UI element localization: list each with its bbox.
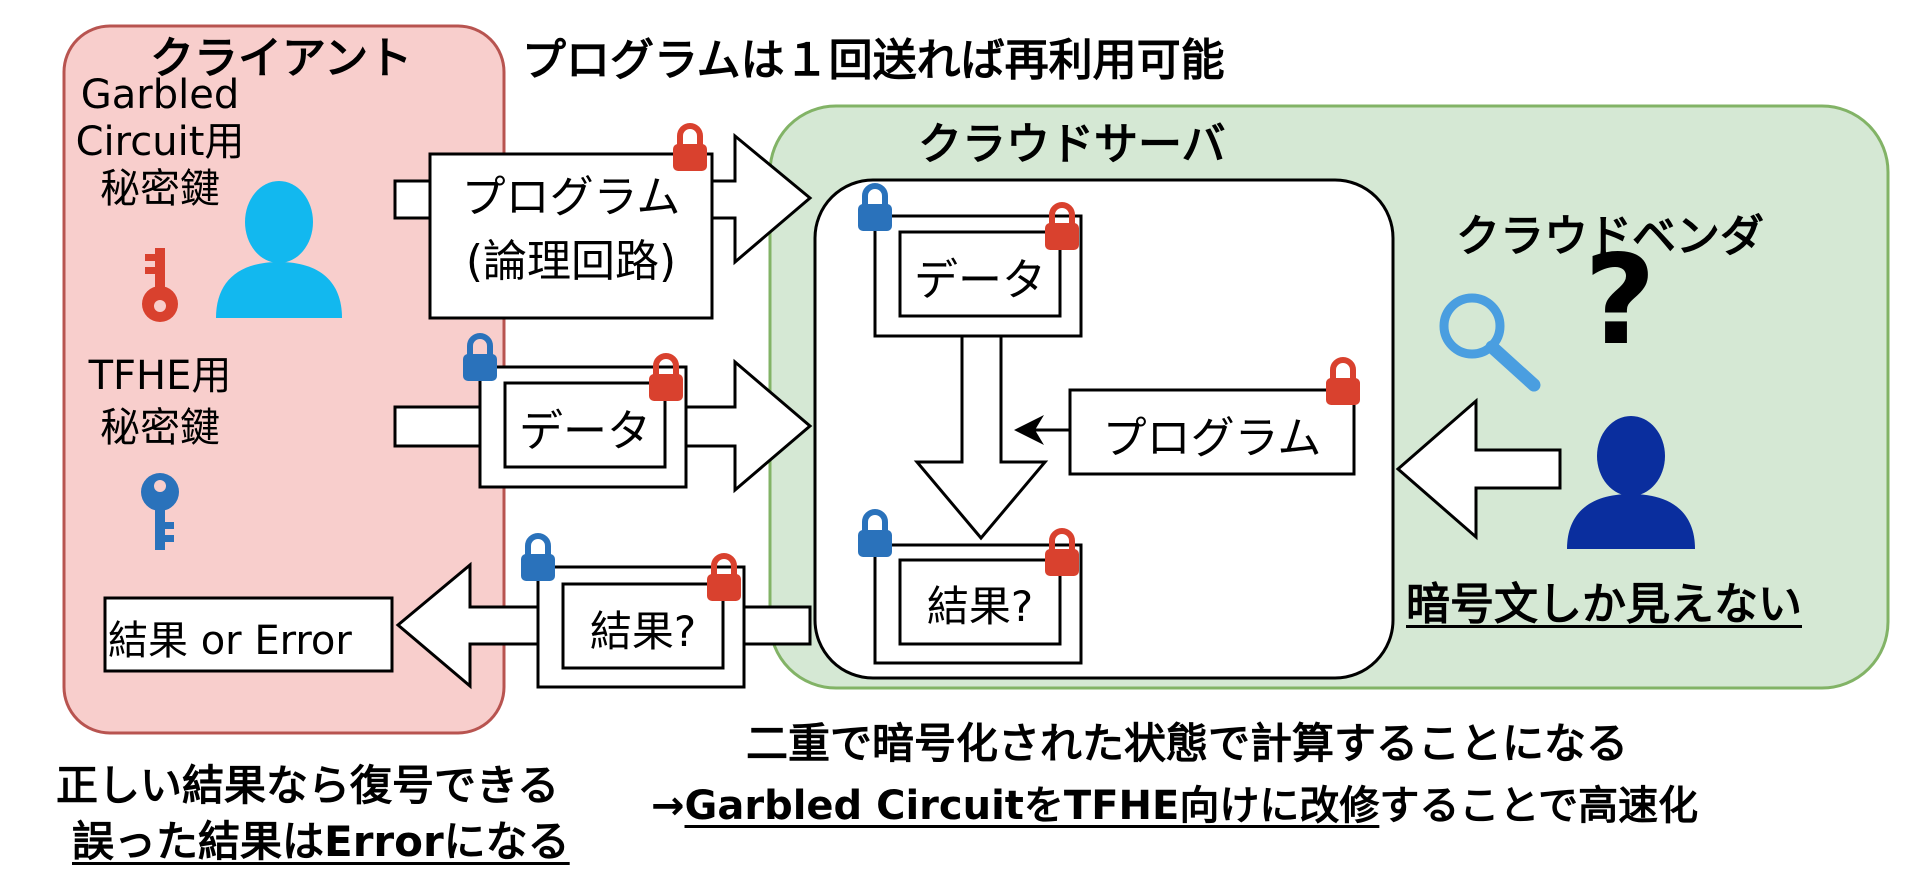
garbled-key-label: Garbled Circuit用 秘密鍵 [40, 72, 280, 213]
vendor-caption: 暗号文しか見えない [1406, 579, 1802, 630]
tfhe-key-label: TFHE用 秘密鍵 [40, 350, 280, 454]
question-mark-icon: ? [1584, 229, 1656, 373]
tfhe-key-line2: 秘密鍵 [100, 405, 220, 451]
server-program-label: プログラム [1102, 413, 1322, 464]
server-data-inner [898, 230, 1062, 318]
client-result-text: 結果 or Error [108, 618, 352, 664]
vendor-title: クラウドベンダ [1456, 211, 1764, 262]
reuse-note: プログラムは１回送れば再利用可能 [522, 35, 1225, 86]
client-user-icon [216, 181, 342, 318]
data-transfer-inner [503, 381, 667, 469]
client-title: クライアント [150, 33, 413, 84]
result-transfer-label: 結果? [589, 607, 697, 656]
compute-down-arrow [913, 334, 1049, 541]
footer-right-line2: →Garbled CircuitをTFHE向けに改修することで高速化 [651, 773, 1698, 831]
vendor-user-icon [1567, 416, 1695, 549]
server-result-inner [898, 558, 1062, 646]
footer-left-line2: 誤った結果はErrorになる [72, 817, 570, 866]
footer-rest-text: することで高速化 [1379, 783, 1699, 829]
server-title: クラウドサーバ [918, 119, 1226, 170]
footer-arrow: → [651, 783, 685, 829]
program-transfer-line1: プログラム [461, 172, 681, 223]
garbled-key-line3: 秘密鍵 [100, 166, 220, 212]
vendor-view-arrow [1395, 397, 1562, 541]
footer-right-line1: 二重で暗号化された状態で計算することになる [746, 719, 1629, 768]
footer-left-line1: 正しい結果なら復号できる [56, 761, 560, 810]
magnifier-icon [1439, 293, 1541, 392]
program-transfer-line2: (論理回路) [465, 236, 677, 287]
result-transfer-inner [561, 582, 725, 670]
server-data-label: データ [914, 255, 1046, 306]
data-transfer-label: データ [519, 406, 651, 457]
garbled-key-line1: Garbled [80, 72, 240, 118]
client-result-box [103, 596, 394, 673]
garbled-key-line2: Circuit用 [75, 119, 245, 165]
program-transfer-label: プログラム (論理回路) [430, 166, 712, 294]
program-transfer-box [428, 152, 714, 320]
server-result-label: 結果? [926, 582, 1034, 631]
tfhe-key-line1: TFHE用 [88, 353, 232, 399]
server-program-box [1068, 388, 1356, 476]
footer-underlined-text: Garbled CircuitをTFHE向けに改修 [684, 783, 1380, 829]
